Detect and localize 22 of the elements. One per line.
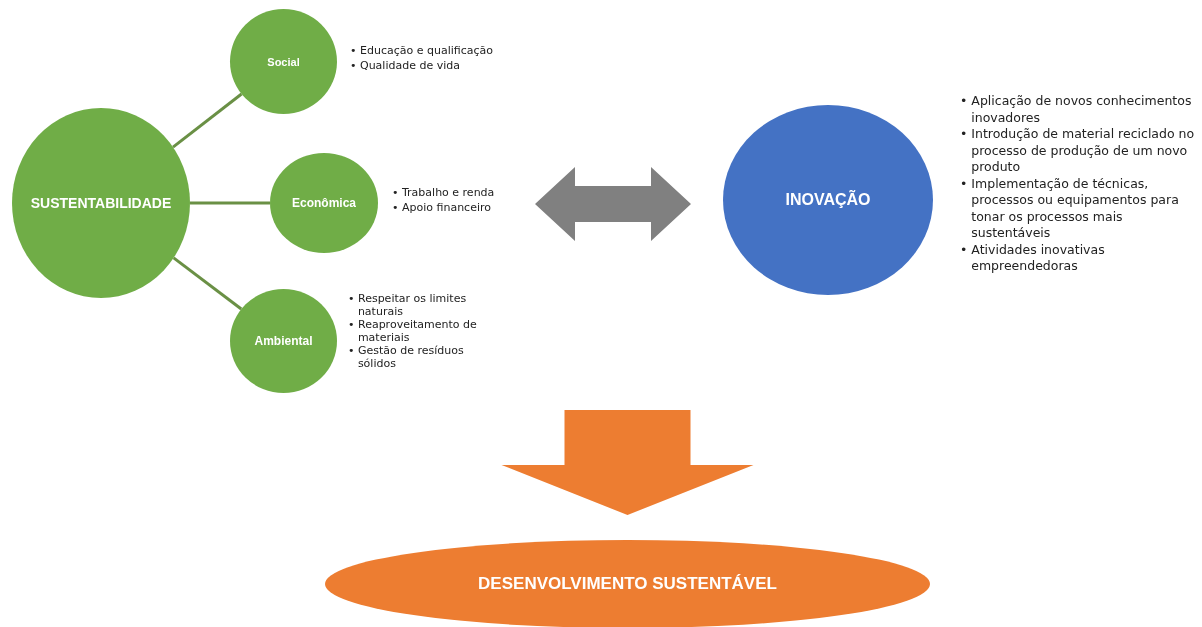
bullet-item: • Aplicação de novos conhecimentos inovadores [960,93,1193,126]
bullet-item: • Trabalho e renda [392,185,496,200]
node-label: Ambiental [254,334,313,348]
node-label: DESENVOLVIMENTO SUSTENTÁVEL [478,574,777,594]
bullet-item: • Reaproveitamento de materiais [348,318,478,344]
node-label: INOVAÇÃO [785,191,871,209]
connector-line [172,256,243,311]
bullet-item: • Educação e qualificação [350,43,494,58]
bullet-item: • Qualidade de vida [350,58,461,73]
bullet-item: • Implementação de técnicas, processos ou equipamentos para tonar os processos mais sustentáveis [960,175,1180,242]
node-label: Econômica [292,196,356,210]
block-arrow [535,167,691,241]
connector-line [190,201,270,205]
bullet-item: • Respeitar os limites naturais [348,292,468,318]
bullet-item: • Gestão de resíduos sólidos [348,344,465,370]
connector-line [172,92,243,149]
node-label: SUSTENTABILIDADE [30,195,172,211]
block-arrow [501,410,754,515]
node-label: Social [267,55,300,68]
bullet-item: • Atividades inovativas empreendedoras [960,241,1106,275]
bullet-item: • Apoio financeiro [392,200,492,215]
bullet-item: • Introdução de material reciclado no processo de produção de um novo produto [960,126,1196,176]
